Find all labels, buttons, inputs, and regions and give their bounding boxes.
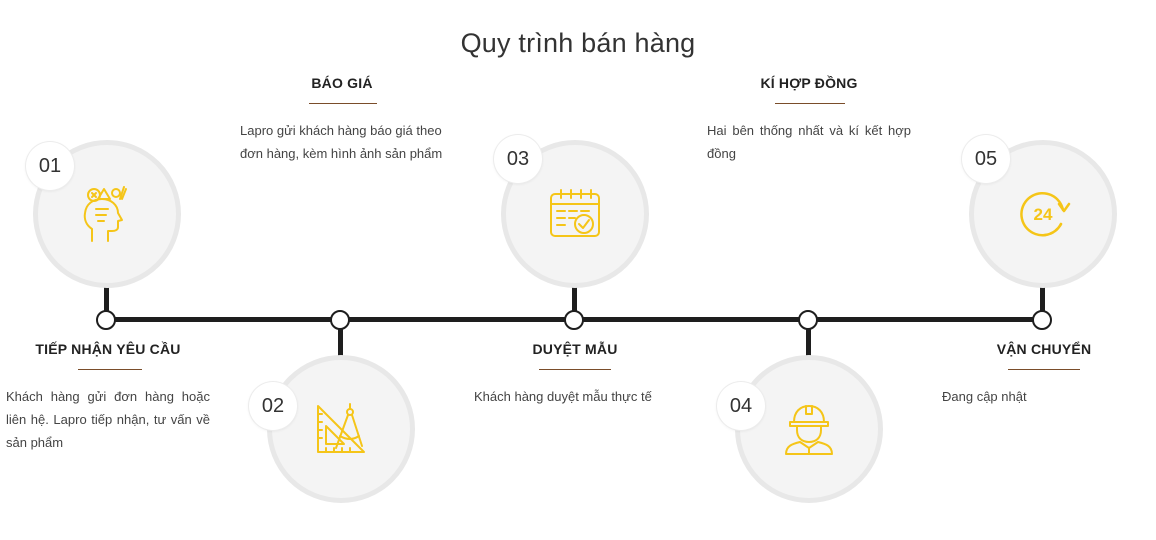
step-3-number: 03 <box>494 135 542 183</box>
connector-3 <box>572 284 577 320</box>
page-title: Quy trình bán hàng <box>460 28 696 58</box>
step-1-number: 01 <box>26 142 74 190</box>
step-3-title: DUYỆT MẪU <box>532 341 618 357</box>
engineer-icon <box>785 405 833 455</box>
timeline-node-5 <box>1032 310 1052 330</box>
connector-5 <box>1040 284 1045 320</box>
drafting-tools-icon <box>317 403 365 453</box>
connector-2 <box>338 320 343 356</box>
step-2-underline <box>309 103 377 104</box>
step-2-title: BÁO GIÁ <box>311 75 373 91</box>
timeline-node-3 <box>564 310 584 330</box>
step-1-title: TIẾP NHẬN YÊU CẦU <box>35 341 181 357</box>
step-2-number: 02 <box>249 382 297 430</box>
connector-4 <box>806 320 811 356</box>
connector-1 <box>104 284 109 320</box>
24-hours-icon: 24 <box>1020 192 1071 237</box>
step-5-circle: 24 <box>969 140 1117 288</box>
step-5-desc: Đang cập nhật <box>942 389 1027 404</box>
timeline-node-1 <box>96 310 116 330</box>
step-4-circle <box>735 355 883 503</box>
step-4-number: 04 <box>717 382 765 430</box>
step-2-desc: Lapro gửi khách hàng báo giá theo đơn hà… <box>240 123 443 161</box>
step-5-underline <box>1008 369 1080 370</box>
calendar-check-icon <box>550 189 600 237</box>
step-1-underline <box>78 369 142 370</box>
step-5-title: VẬN CHUYỂN <box>996 341 1092 357</box>
timeline-node-2 <box>330 310 350 330</box>
head-ideas-icon <box>83 186 127 242</box>
step-3-underline <box>539 369 611 370</box>
timeline-node-4 <box>798 310 818 330</box>
step-1-desc: Khách hàng gửi đơn hàng hoặc liên hệ. La… <box>6 389 210 450</box>
step-4-underline <box>775 103 845 104</box>
24-hours-label: 24 <box>1034 205 1053 224</box>
step-4-desc: Hai bên thống nhất và kí kết hợp đồng <box>707 123 911 161</box>
step-3-desc: Khách hàng duyệt mẫu thực tế <box>474 389 652 404</box>
step-4-title: KÍ HỢP ĐỒNG <box>760 75 858 91</box>
step-5-number: 05 <box>962 135 1010 183</box>
step-2-circle <box>267 355 415 503</box>
